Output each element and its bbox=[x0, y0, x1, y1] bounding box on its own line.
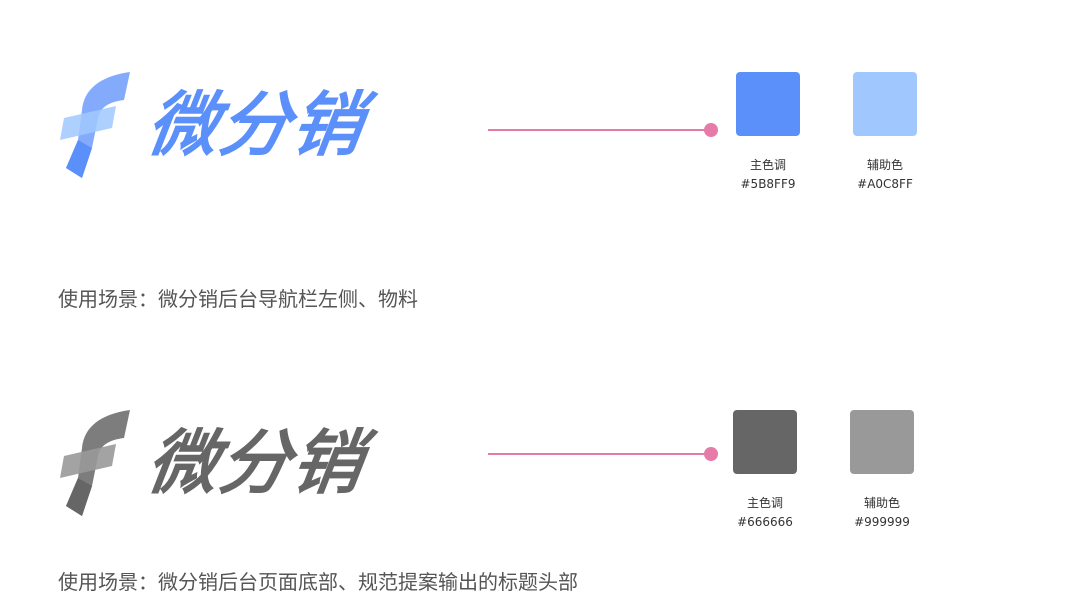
color-swatch-secondary bbox=[850, 410, 914, 474]
color-swatch-primary bbox=[736, 72, 800, 136]
swatch-label-primary: 主色调 bbox=[746, 496, 783, 510]
swatch-label-secondary: 辅助色 bbox=[863, 496, 900, 510]
connector-dot bbox=[704, 123, 718, 137]
logo-text: 微分销 bbox=[142, 84, 370, 166]
logo-text: 微分销 bbox=[142, 422, 370, 504]
usage-description: 使用场景：微分销后台导航栏左侧、物料 bbox=[58, 287, 418, 311]
connector-dot bbox=[704, 447, 718, 461]
logo-gray: 微分销 bbox=[58, 408, 370, 518]
color-swatch-secondary bbox=[853, 72, 917, 136]
swatch-label-secondary: 辅助色 bbox=[866, 158, 903, 172]
connector-line bbox=[488, 453, 710, 455]
usage-description: 使用场景：微分销后台页面底部、规范提案输出的标题头部 bbox=[58, 570, 578, 594]
f-logo-icon bbox=[58, 408, 136, 518]
logo-section-gray: 微分销 主色调 #666666 辅助色 #999999 使用场景：微分销后台页面… bbox=[0, 330, 1080, 616]
color-swatch-primary bbox=[733, 410, 797, 474]
f-logo-icon bbox=[58, 70, 136, 180]
swatch-hex-primary: #666666 bbox=[737, 515, 793, 529]
connector-line bbox=[488, 129, 710, 131]
swatch-hex-secondary: #A0C8FF bbox=[857, 177, 913, 191]
logo-blue: 微分销 bbox=[58, 70, 370, 180]
swatch-hex-primary: #5B8FF9 bbox=[740, 177, 796, 191]
swatch-hex-secondary: #999999 bbox=[854, 515, 910, 529]
logo-section-blue: 微分销 主色调 #5B8FF9 辅助色 #A0C8FF 使用场景：微分销后台导航… bbox=[58, 70, 917, 311]
swatch-label-primary: 主色调 bbox=[749, 158, 786, 172]
